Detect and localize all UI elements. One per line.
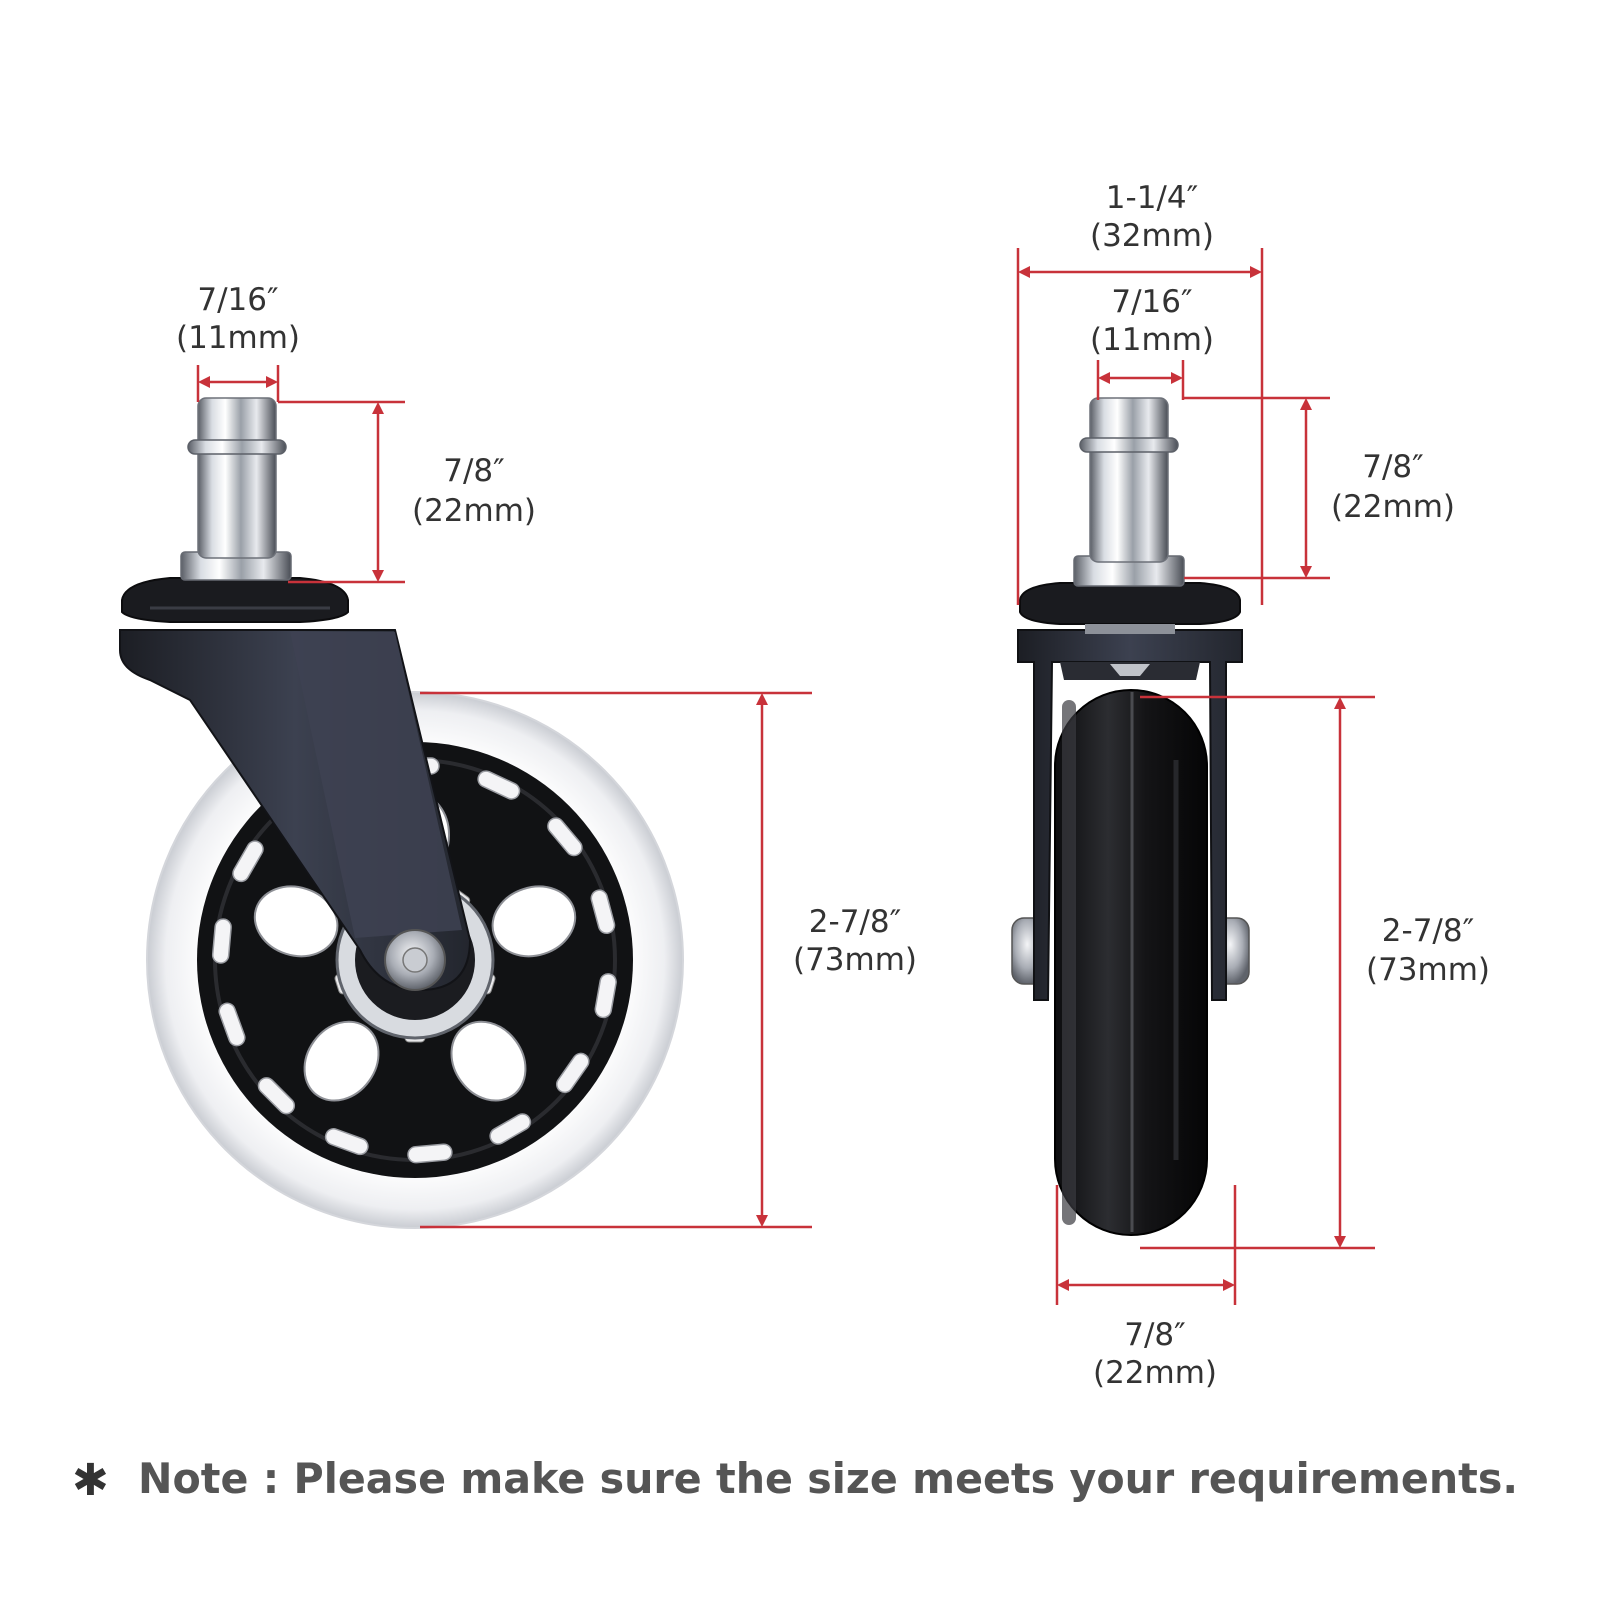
side-wheel-diameter-inch: 2-7/8″: [809, 904, 901, 940]
side-stem-height-inch: 7/8″: [443, 453, 504, 489]
front-stem-width-mm: (11mm): [1090, 322, 1214, 358]
note-asterisk-icon: ✱: [72, 1455, 109, 1506]
front-stem: [1073, 397, 1185, 587]
front-stem-height-mm: (22mm): [1331, 489, 1455, 525]
front-wheel-width-inch: 7/8″: [1124, 1317, 1185, 1353]
side-stem-width-mm: (11mm): [176, 320, 300, 356]
front-view-caster: [1011, 397, 1250, 1236]
front-overall-width-mm: (32mm): [1090, 218, 1214, 254]
side-stem: [180, 397, 292, 581]
front-overall-width-inch: 1-1/4″: [1106, 180, 1198, 216]
front-view-labels: 1-1/4″ (32mm) 7/16″ (11mm) 7/8″ (22mm) 2…: [1090, 180, 1490, 1391]
side-view-labels: 7/16″ (11mm) 7/8″ (22mm) 2-7/8″ (73mm): [176, 282, 917, 978]
side-rim-slots: [211, 757, 617, 1164]
side-stem-height-mm: (22mm): [412, 493, 536, 529]
front-fork: [1017, 629, 1243, 1001]
note-text: Note : Please make sure the size meets y…: [138, 1454, 1518, 1503]
front-stem-width-inch: 7/16″: [1111, 284, 1192, 320]
note: ✱ Note : Please make sure the size meets…: [72, 1454, 1518, 1506]
front-wheel-width-mm: (22mm): [1093, 1355, 1217, 1391]
side-stem-width-inch: 7/16″: [197, 282, 278, 318]
side-top-plate: [121, 577, 349, 623]
front-wheel-diameter-inch: 2-7/8″: [1382, 913, 1474, 949]
side-spoke-cutouts: [253, 792, 577, 1102]
side-view-caster: [119, 397, 684, 1229]
dimension-lines: [196, 248, 1375, 1305]
side-wheel-diameter-mm: (73mm): [793, 942, 917, 978]
front-top-plate: [1019, 582, 1241, 625]
front-wheel-diameter-mm: (73mm): [1366, 952, 1490, 988]
front-stem-height-inch: 7/8″: [1362, 449, 1423, 485]
